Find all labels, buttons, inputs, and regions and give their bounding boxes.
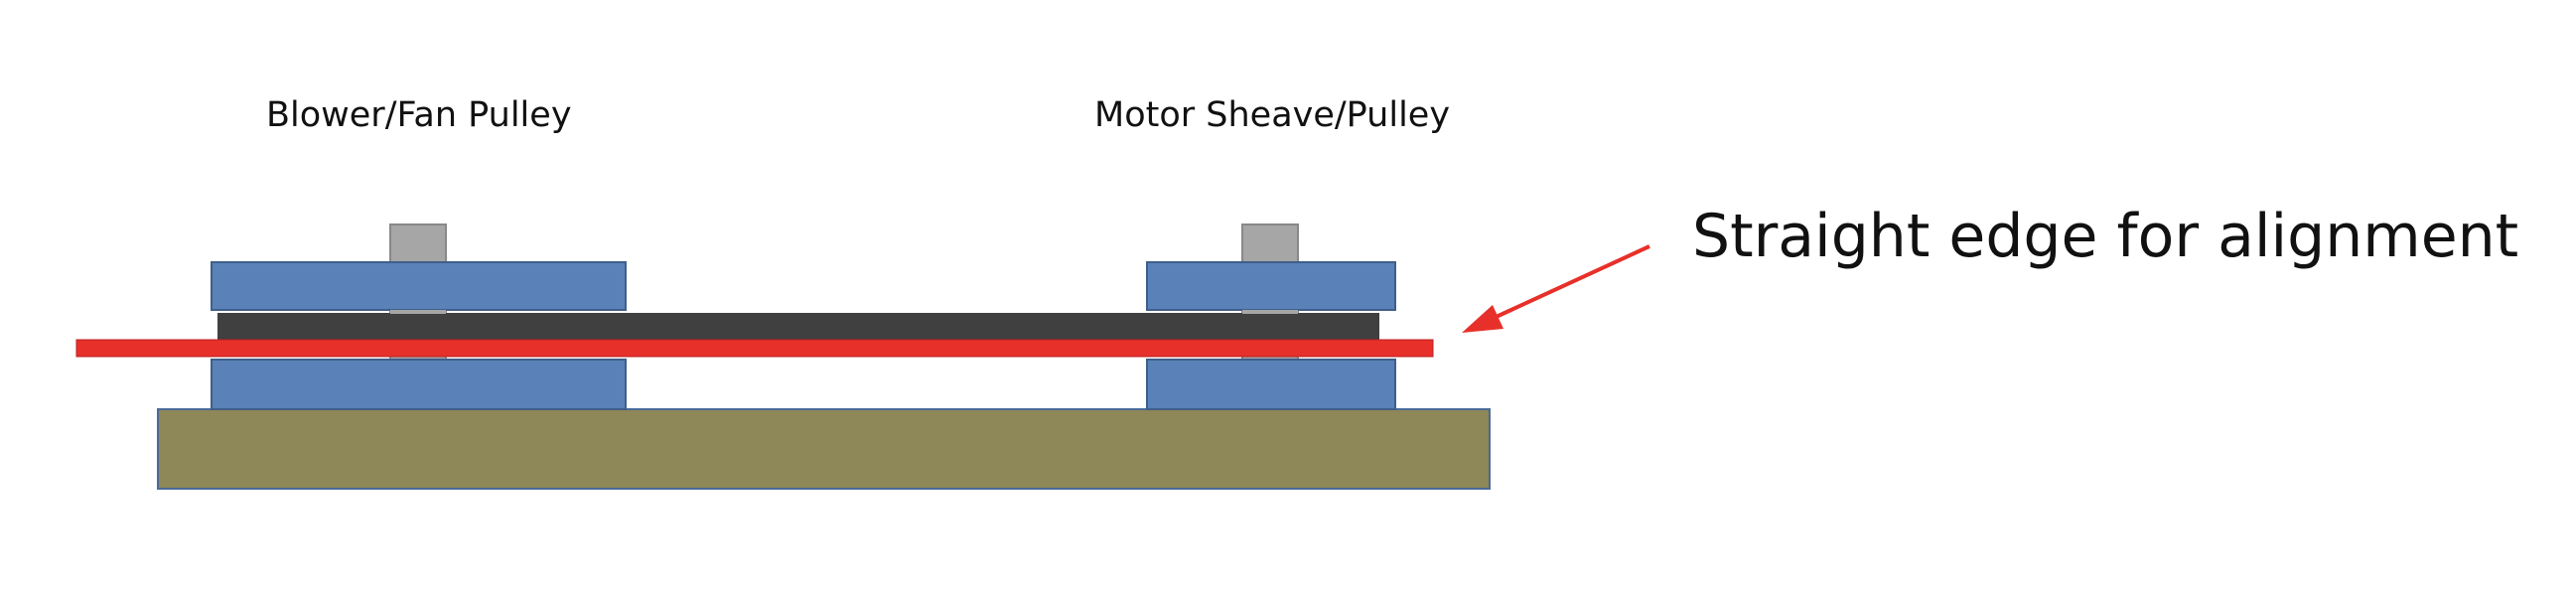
motor-pulley-label: Motor Sheave/Pulley [1094,95,1450,135]
straight-edge [75,339,1434,358]
fan-pulley-bottom [211,359,627,410]
callout-arrow [1462,244,1650,333]
motor-pulley-bottom [1146,359,1396,410]
fan-shaft-gap [390,310,446,314]
fan-pulley-top [211,261,627,311]
fan-pulley [211,223,627,410]
fan-pulley-label: Blower/Fan Pulley [266,95,572,135]
base-plate [157,408,1491,490]
motor-pulley-top [1146,261,1396,311]
motor-shaft-gap [1242,310,1298,314]
callout-label: Straight edge for alignment [1692,202,2518,271]
belt [217,313,1379,342]
